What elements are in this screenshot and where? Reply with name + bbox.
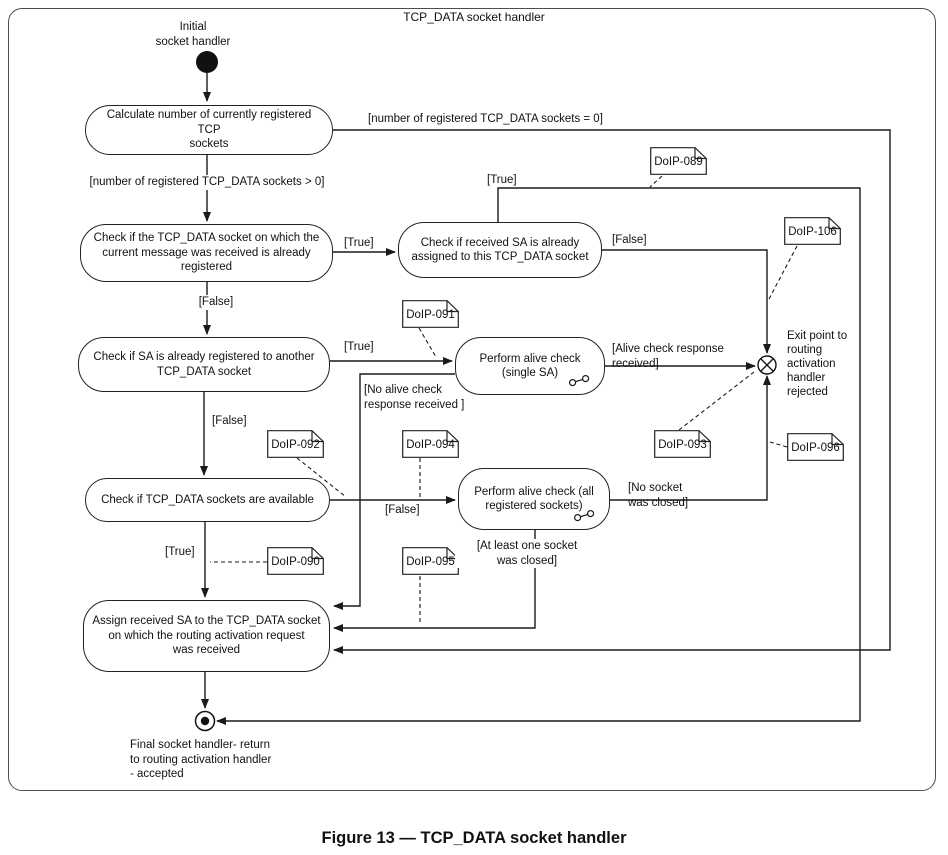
note-doip-096: DoIP-096 (787, 433, 844, 461)
note-shape (654, 430, 711, 458)
diagram-title: TCP_DATA socket handler (403, 10, 545, 24)
activity-check-sockets-available: Check if TCP_DATA sockets are available (85, 478, 330, 522)
note-label: DoIP-093 (658, 438, 707, 451)
final-node-label: Final socket handler- return to routing … (130, 739, 272, 780)
edge-label-true-to-sa-check: [True] (344, 237, 374, 249)
edge-label-true-available: [True] (163, 545, 197, 560)
edge-label-false-sa-assigned: [False] (612, 234, 647, 246)
activity-label: Check if SA is already registered to ano… (93, 351, 315, 378)
edge-label-socket-closed: [At least one socket was closed] (455, 539, 599, 568)
note-doip-090: DoIP-090 (267, 547, 324, 575)
activity-label: Perform alive check (all registered sock… (474, 485, 594, 513)
activity-check-socket-registered: Check if the TCP_DATA socket on which th… (80, 224, 333, 282)
edge-label-no-alive-response: [No alive check response received ] (364, 384, 465, 411)
note-doip-106: DoIP-106 (784, 217, 841, 245)
figure-caption: Figure 13 — TCP_DATA socket handler (321, 829, 627, 847)
note-shape (787, 433, 844, 461)
note-label: DoIP-094 (406, 438, 455, 451)
edge-label-false-available: [False] (385, 504, 420, 516)
activity-label: Check if the TCP_DATA socket on which th… (93, 232, 320, 274)
activity-label: Assign received SA to the TCP_DATA socke… (92, 615, 321, 657)
note-label: DoIP-106 (788, 225, 837, 238)
initial-node-label: Initial socket handler (155, 21, 231, 48)
activity-alive-check-single: Perform alive check (single SA) (455, 337, 605, 395)
exit-point-label: Exit point to routing activation handler… (787, 330, 848, 398)
activity-label: Perform alive check (single SA) (479, 352, 581, 380)
edge-label-no-socket-closed: [No socket was closed] (628, 482, 689, 509)
edge-label-sockets-zero: [number of registered TCP_DATA sockets =… (368, 113, 603, 125)
note-doip-089: DoIP-089 (650, 147, 707, 175)
note-label: DoIP-092 (271, 438, 320, 451)
note-doip-093: DoIP-093 (654, 430, 711, 458)
note-doip-091: DoIP-091 (402, 300, 459, 328)
edge-label-false-socket-registered: [False] (196, 295, 236, 310)
note-shape (650, 147, 707, 175)
note-shape (784, 217, 841, 245)
note-shape (267, 430, 324, 458)
edge-label-true-sa-assigned: [True] (487, 174, 517, 186)
edge-label-sockets-positive: [number of registered TCP_DATA sockets >… (87, 175, 327, 190)
diagram-frame (8, 8, 936, 791)
note-shape (402, 300, 459, 328)
activity-label: Check if received SA is already assigned… (411, 236, 589, 264)
note-label: DoIP-095 (406, 555, 455, 568)
note-label: DoIP-096 (791, 441, 840, 454)
activity-calc-registered-sockets: Calculate number of currently registered… (85, 105, 333, 155)
activity-alive-check-all: Perform alive check (all registered sock… (458, 468, 610, 530)
alive-check-icon (568, 374, 590, 387)
edge-label-false-sa-other: [False] (212, 415, 247, 427)
note-shape (402, 430, 459, 458)
note-shape (267, 547, 324, 575)
activity-label: Calculate number of currently registered… (106, 109, 312, 151)
activity-check-sa-other-socket: Check if SA is already registered to ano… (78, 337, 330, 392)
note-label: DoIP-089 (654, 155, 703, 168)
activity-assign-sa: Assign received SA to the TCP_DATA socke… (83, 600, 330, 672)
edge-label-true-to-alive-single: [True] (344, 341, 374, 353)
note-doip-094: DoIP-094 (402, 430, 459, 458)
note-label: DoIP-091 (406, 308, 455, 321)
edge-label-alive-response: [Alive check response received] (612, 343, 724, 370)
activity-label: Check if TCP_DATA sockets are available (101, 493, 314, 506)
alive-check-icon (573, 509, 595, 522)
note-doip-092: DoIP-092 (267, 430, 324, 458)
note-doip-095: DoIP-095 (402, 547, 459, 575)
note-label: DoIP-090 (271, 555, 320, 568)
activity-check-sa-assigned: Check if received SA is already assigned… (398, 222, 602, 278)
